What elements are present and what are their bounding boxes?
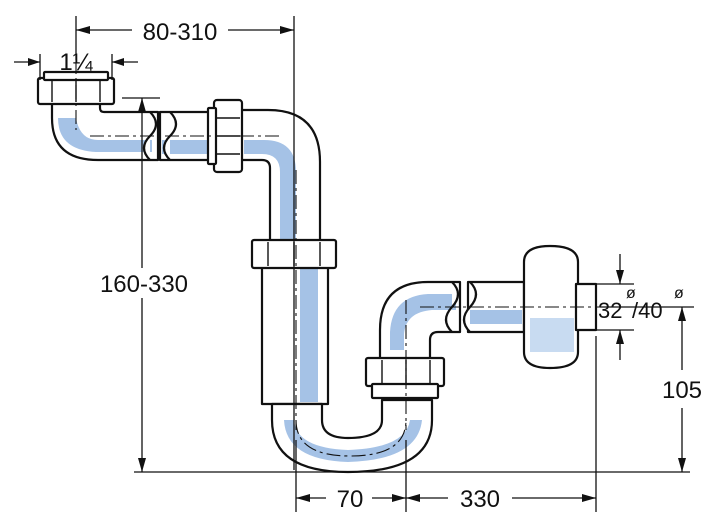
label-outlet-diameter-a: 32 [598,298,622,323]
u-bend [270,398,434,474]
diameter-symbol-a: ø [626,285,636,302]
outlet-rosette [522,244,598,370]
label-outlet-height: 105 [662,377,702,404]
dim-outlet-height [600,306,694,472]
label-top-width: 80-310 [143,19,218,46]
dim-outlet-diameter [596,254,634,360]
upper-bend [238,108,322,252]
lower-nut [364,356,446,400]
vertical-pipe [260,260,330,406]
label-outlet-diameter-b: /40 [632,298,663,323]
dim-height-range [122,97,160,472]
centerlines [75,60,600,457]
label-trap-spacing: 70 [337,486,364,513]
dim-bottom [295,336,597,512]
label-inlet-size: 1¼ [59,49,93,76]
label-outlet-length: 330 [460,486,500,513]
dim-top-width [75,16,295,470]
outlet-riser [378,280,462,362]
diameter-symbol-b: ø [674,285,684,302]
dim-inlet-size [14,54,138,80]
label-height-range: 160-330 [100,271,188,298]
